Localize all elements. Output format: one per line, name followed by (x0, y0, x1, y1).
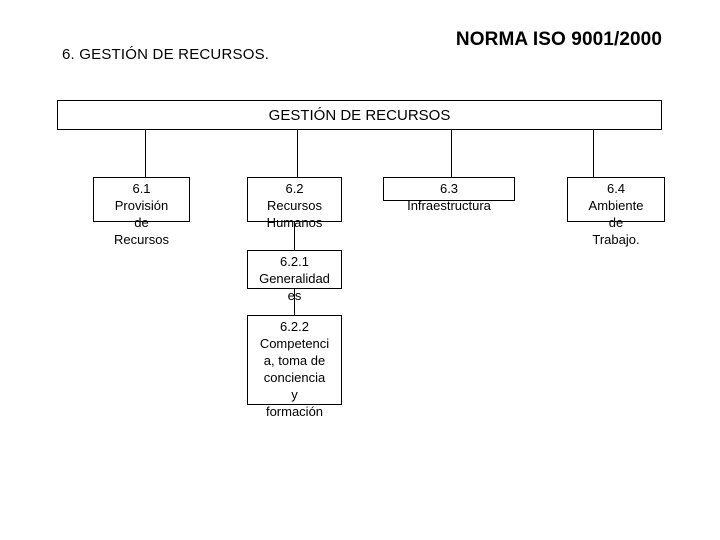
chart-node-6-4: 6.4 Ambiente de Trabajo. (567, 177, 665, 247)
header-section: 6. GESTIÓN DE RECURSOS. NORMA ISO 9001/2… (0, 0, 720, 95)
connector-root-to-6-1 (145, 129, 146, 177)
connector-root-to-6-3 (451, 129, 452, 177)
connector-6-2-1-to-6-2-2 (294, 289, 295, 315)
chart-node-6-1-label: 6.1 Provisión de Recursos (114, 181, 169, 247)
chart-node-6-2-1: 6.2.1 Generalidad es (247, 250, 342, 303)
standard-title: NORMA ISO 9001/2000 (455, 29, 662, 50)
chart-node-6-2-2-label: 6.2.2 Competenci a, toma de conciencia y… (259, 319, 330, 419)
connector-root-to-6-4 (593, 129, 594, 177)
chart-node-6-3-label: 6.3 Infraestructura (407, 181, 491, 213)
connector-root-to-6-2 (297, 129, 298, 177)
connector-6-2-to-6-2-1 (294, 222, 295, 250)
chart-node-6-2-label: 6.2 Recursos Humanos (266, 181, 323, 230)
chart-node-6-4-label: 6.4 Ambiente de Trabajo. (588, 181, 644, 247)
chart-node-6-1: 6.1 Provisión de Recursos (93, 177, 190, 247)
chart-node-6-3: 6.3 Infraestructura (383, 177, 515, 213)
page-title: 6. GESTIÓN DE RECURSOS. (62, 46, 270, 63)
chart-node-root: GESTIÓN DE RECURSOS (57, 100, 662, 130)
chart-node-root-label: GESTIÓN DE RECURSOS (268, 107, 451, 124)
chart-node-6-2-2: 6.2.2 Competenci a, toma de conciencia y… (247, 315, 342, 419)
chart-node-6-2-1-label: 6.2.1 Generalidad es (259, 254, 330, 303)
chart-node-6-2: 6.2 Recursos Humanos (247, 177, 342, 230)
